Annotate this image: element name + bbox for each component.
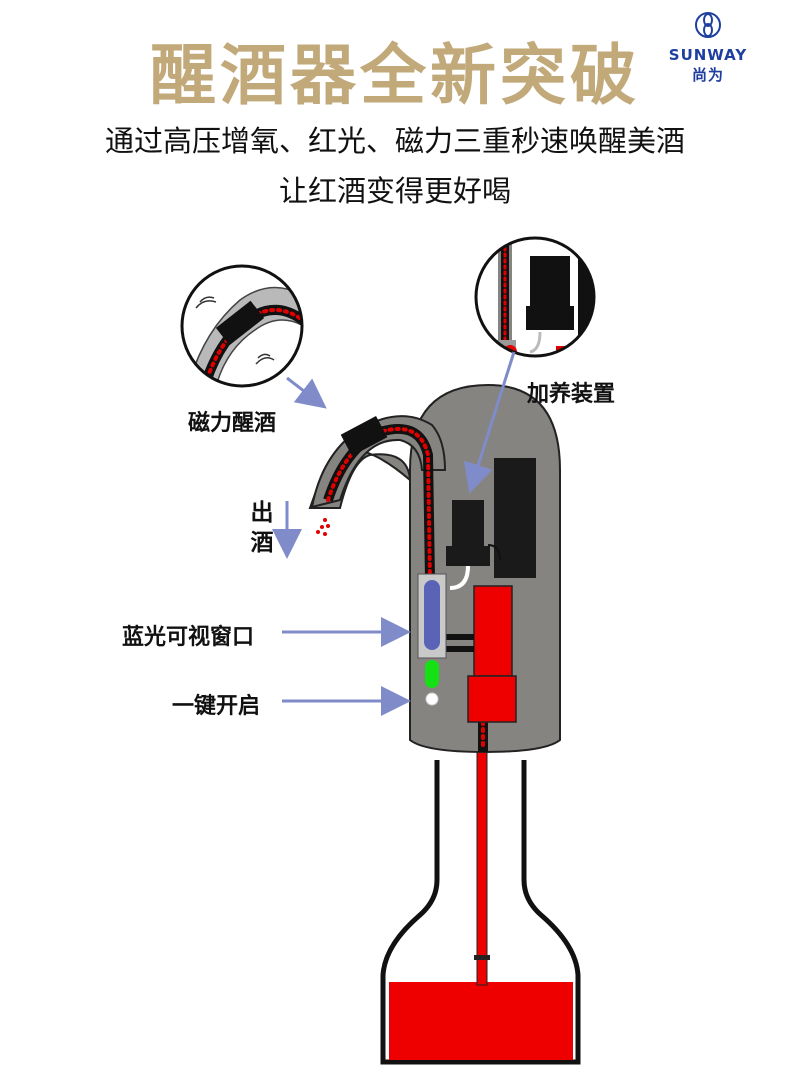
green-indicator [425,660,439,688]
brand-name: SUNWAY尚为 [668,46,748,84]
subtitle-line-2: 让红酒变得更好喝 [278,174,511,208]
blue-light-window [424,580,440,650]
pressure-tank [494,458,536,578]
page-title: 醒酒器全新突破 [150,36,640,114]
flower-ring-logo-icon [695,12,721,38]
subtitle-line-1: 通过高压增氧、红光、磁力三重秒速唤醒美酒 [104,124,685,158]
wine-liquid [389,982,573,1060]
callout-arrows [272,351,516,716]
label-window: 蓝光可视窗口 [122,624,255,650]
magnet-block [340,416,388,456]
magnetic-detail-zoom [180,264,304,388]
label-magnetic: 磁力醒酒 [188,410,277,436]
pressure-device-zoom [474,236,596,358]
brand-logo: SUNWAY尚为 [668,10,748,85]
label-pressure-device: 加养装置 [527,381,616,407]
power-button[interactable] [425,692,439,706]
pressure-pump [452,500,484,548]
label-power: 一键开启 [172,693,261,719]
label-outlet: 出酒 [250,499,274,556]
suction-tube [476,744,488,986]
motor [473,585,513,677]
